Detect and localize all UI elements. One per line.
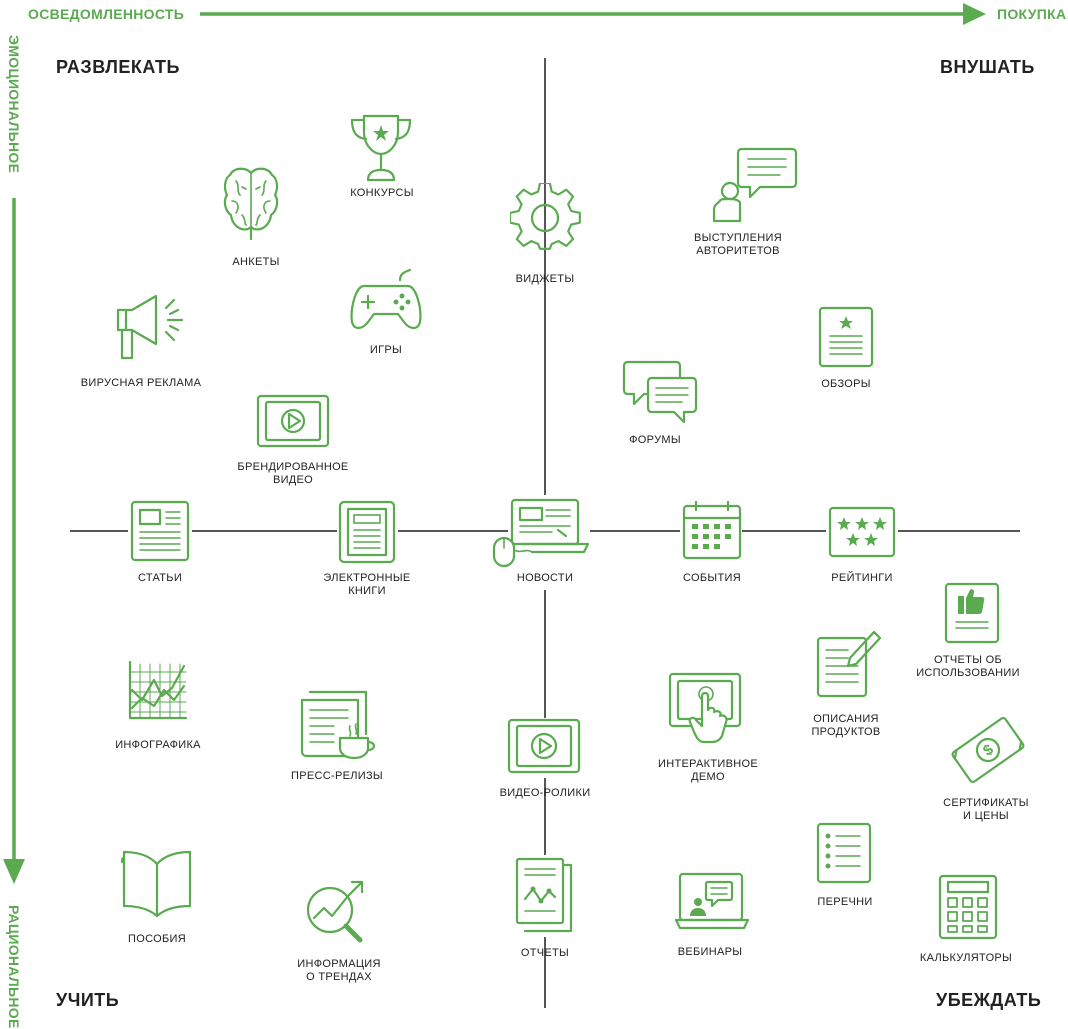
gear-icon: [510, 183, 582, 255]
label-videoroliki: ВИДЕО-РОЛИКИ: [499, 787, 591, 799]
calendar-icon: [682, 500, 742, 560]
label-stati: СТАТЬИ: [137, 572, 183, 584]
label-infografika: ИНФОГРАФИКА: [115, 739, 201, 751]
label-opisaniya-1: ОПИСАНИЯ: [813, 713, 879, 725]
label-trendy-1: ИНФОРМАЦИЯ: [297, 958, 381, 970]
label-obzory: ОБЗОРЫ: [821, 378, 871, 390]
calculator-icon: [938, 874, 998, 940]
label-vidzhety: ВИДЖЕТЫ: [515, 273, 575, 285]
webinar-icon: [674, 872, 750, 934]
svg-text:$: $: [980, 741, 997, 760]
touch-screen-icon: [668, 672, 744, 744]
gamepad-icon: [348, 268, 424, 334]
quadrant-convince: УБЕЖДАТЬ: [936, 990, 1042, 1010]
trophy-icon: [348, 112, 414, 184]
label-reytingi: РЕЙТИНГИ: [831, 572, 893, 584]
article-icon: [130, 500, 190, 562]
label-interaktiv-2: ДЕМО: [691, 771, 725, 783]
label-sobytiya: СОБЫТИЯ: [683, 572, 741, 584]
label-sertifikaty-2: И ЦЕНЫ: [963, 810, 1009, 822]
label-sertifikaty-1: СЕРТИФИКАТЫ: [943, 797, 1029, 809]
label-perechni: ПЕРЕЧНИ: [817, 896, 873, 908]
axis-rational-label: РАЦИОНАЛЬНОЕ: [6, 905, 22, 1029]
trend-magnifier-icon: [302, 876, 372, 946]
video-player-icon: [507, 718, 581, 774]
label-interaktiv-1: ИНТЕРАКТИВНОЕ: [658, 758, 758, 770]
label-novosti: НОВОСТИ: [516, 572, 574, 584]
axis-emotional-label: ЭМОЦИОНАЛЬНОЕ: [6, 35, 22, 174]
coffee-news-icon: [300, 690, 382, 760]
thumbs-up-doc-icon: [944, 582, 1000, 644]
label-vystupleniya-2: АВТОРИТЕТОВ: [696, 245, 780, 257]
label-brand-video-1: БРЕНДИРОВАННОЕ: [237, 461, 349, 473]
quadrant-entertain: РАЗВЛЕКАТЬ: [56, 57, 180, 77]
label-ankety: АНКЕТЫ: [232, 256, 280, 268]
label-otchety-ob-1: ОТЧЕТЫ ОБ: [934, 654, 1002, 666]
label-opisaniya-2: ПРОДУКТОВ: [811, 726, 881, 738]
label-ekniigi-2: КНИГИ: [348, 585, 386, 597]
quadrant-inspire: ВНУШАТЬ: [940, 57, 1035, 77]
label-vebinary: ВЕБИНАРЫ: [677, 946, 743, 958]
chart-grid-icon: [126, 660, 188, 722]
edit-doc-icon: [814, 628, 882, 700]
label-konkursy: КОНКУРСЫ: [350, 187, 414, 199]
chat-bubbles-icon: [622, 360, 698, 426]
money-icon: $: [948, 712, 1028, 788]
speaker-bubble-icon: [710, 145, 800, 225]
vertical-axis-arrow: [3, 198, 25, 884]
label-otchety: ОТЧЕТЫ: [520, 947, 570, 959]
stars-icon: [828, 506, 896, 558]
label-brand-video-2: ВИДЕО: [272, 474, 314, 486]
axis-awareness-label: ОСВЕДОМЛЕННОСТЬ: [28, 6, 185, 22]
label-igry: ИГРЫ: [369, 344, 403, 356]
review-doc-icon: [818, 306, 874, 368]
open-book-icon: [120, 848, 194, 920]
label-forumy: ФОРУМЫ: [629, 434, 681, 446]
video-player-icon: [256, 394, 330, 448]
quadrant-educate: УЧИТЬ: [56, 990, 120, 1010]
brain-icon: [222, 165, 280, 241]
label-ekniigi-1: ЭЛЕКТРОННЫЕ: [323, 572, 411, 584]
laptop-mouse-icon: [492, 496, 592, 572]
horizontal-axis-arrow: [200, 3, 986, 25]
report-icon: [513, 857, 577, 933]
label-posobiya: ПОСОБИЯ: [128, 933, 186, 945]
ebook-icon: [338, 500, 396, 564]
checklist-icon: [816, 822, 872, 884]
label-kalkulyatory: КАЛЬКУЛЯТОРЫ: [919, 952, 1013, 964]
axis-purchase-label: ПОКУПКА: [997, 6, 1067, 22]
label-otchety-ob-2: ИСПОЛЬЗОВАНИИ: [916, 667, 1020, 679]
label-trendy-2: О ТРЕНДАХ: [306, 971, 372, 983]
label-press: ПРЕСС-РЕЛИЗЫ: [291, 770, 383, 782]
label-vystupleniya-1: ВЫСТУПЛЕНИЯ: [694, 232, 782, 244]
megaphone-icon: [112, 292, 190, 362]
label-virusnaya: ВИРУСНАЯ РЕКЛАМА: [80, 377, 202, 389]
